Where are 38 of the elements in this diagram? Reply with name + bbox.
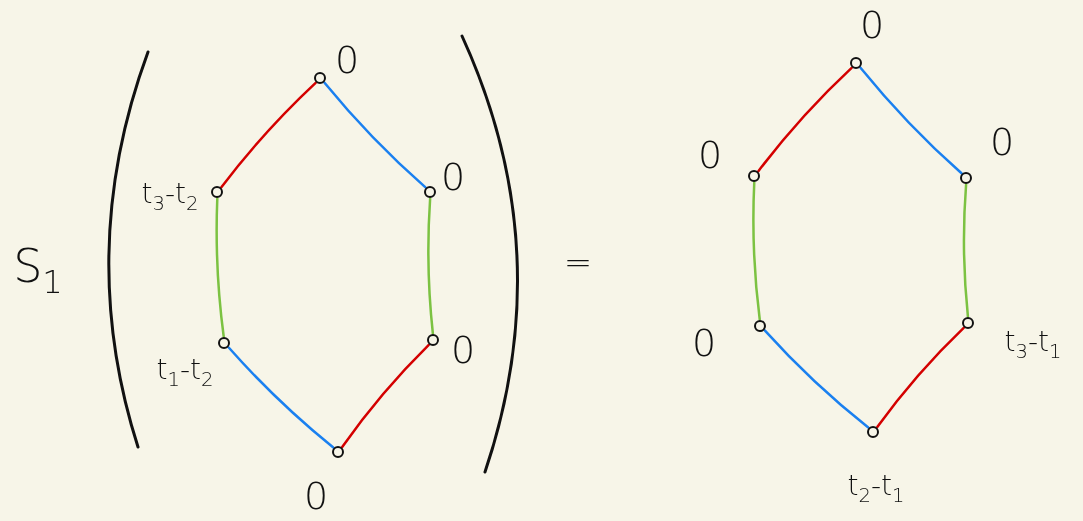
graph-edge	[859, 66, 963, 175]
vertex-label: 0	[859, 3, 885, 47]
vertex-dot	[424, 186, 436, 198]
graph-edge	[757, 66, 853, 173]
vertex-label: 0	[989, 120, 1015, 164]
vertex-dot	[218, 337, 230, 349]
vertex-label: t$_{3}$-t$_{1}$	[1004, 325, 1062, 363]
vertex-dot	[211, 186, 223, 198]
graph-edge	[763, 329, 870, 429]
vertex-dot	[427, 334, 439, 346]
vertex-dot	[754, 320, 766, 332]
vertex-dot	[748, 170, 760, 182]
graph-edge	[323, 81, 427, 189]
graph-edge	[752, 181, 761, 321]
vertex-dot	[962, 317, 974, 329]
graph-edge	[340, 343, 431, 449]
vertex-label: 0	[303, 474, 329, 518]
vertex-label: t$_{3}$-t$_{2}$	[141, 177, 199, 215]
graph-edge	[876, 326, 965, 429]
vertex-dot	[850, 57, 862, 69]
graph-edge	[220, 81, 317, 189]
graph-edge	[962, 183, 970, 318]
equals-sign: =	[563, 242, 593, 282]
vertex-label: 0	[450, 328, 476, 372]
graph-edge	[227, 346, 335, 449]
vertex-label: 0	[691, 321, 717, 365]
vertex-label: 0	[334, 38, 360, 82]
vertex-label: t$_{2}$-t$_{1}$	[847, 469, 905, 507]
vertex-dot	[332, 446, 344, 458]
vertex-label: 0	[697, 133, 723, 177]
vertex-dot	[867, 426, 879, 438]
vertex-label: t$_{1}$-t$_{2}$	[156, 353, 214, 391]
graph-edge	[215, 197, 225, 338]
vertex-dot	[960, 172, 972, 184]
graph-edge	[427, 197, 435, 335]
vertex-label: 0	[440, 155, 466, 199]
operator-symbol: S$_{1}$	[13, 239, 63, 301]
vertex-dot	[314, 72, 326, 84]
